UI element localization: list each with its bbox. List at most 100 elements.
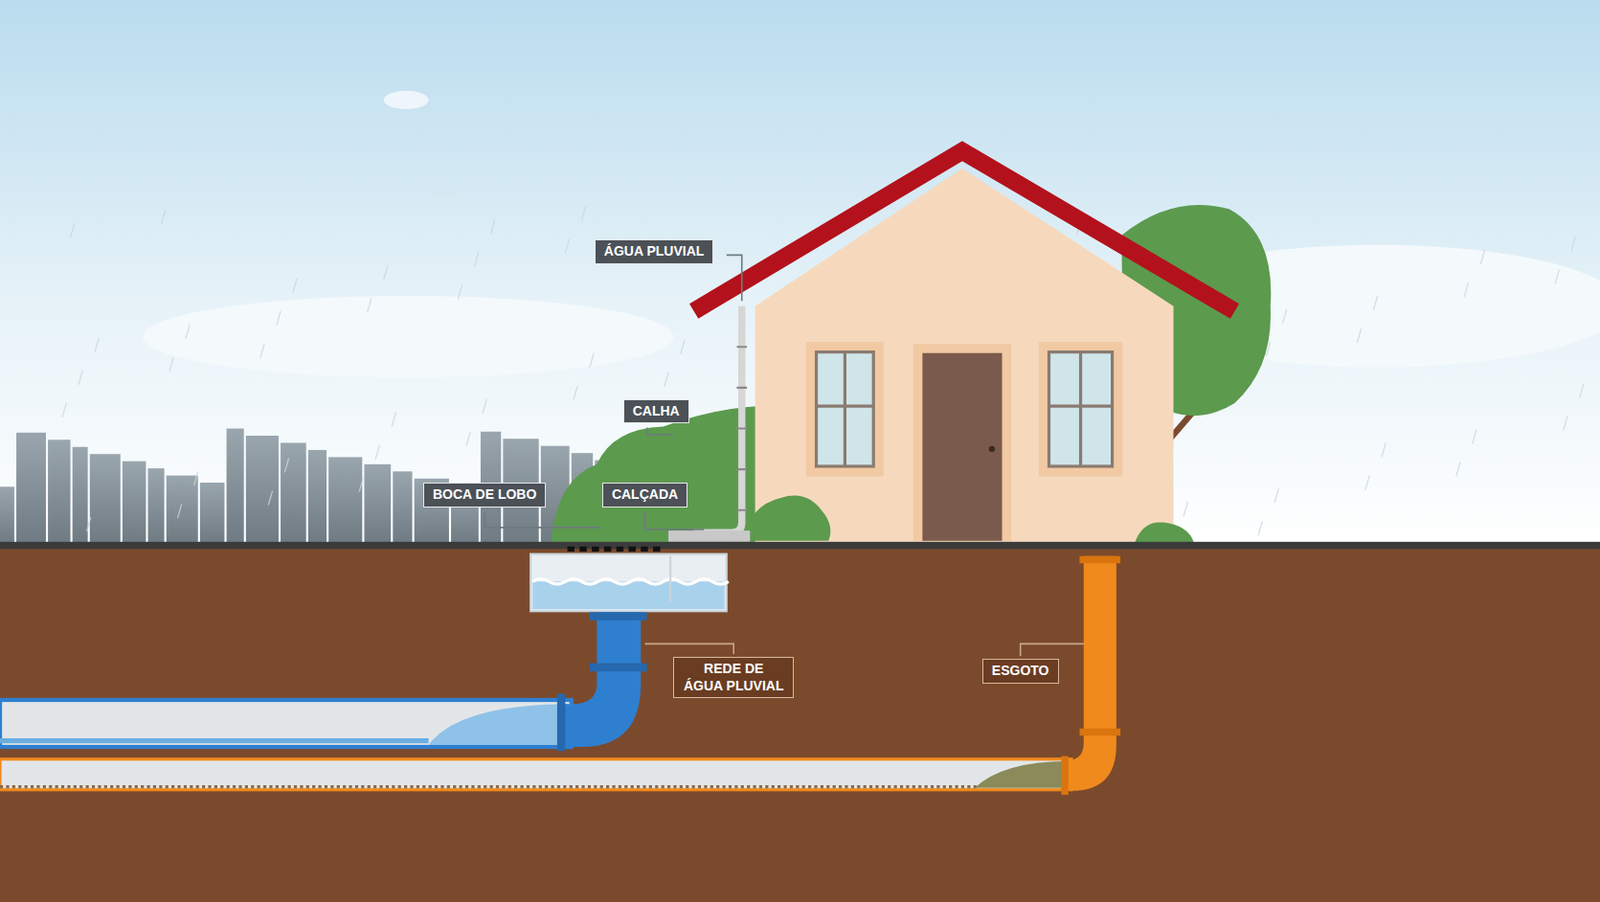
storm-pipe <box>0 699 572 747</box>
building <box>308 450 327 543</box>
bush <box>743 495 832 541</box>
rain-streak <box>680 339 685 355</box>
window-frame <box>1049 352 1113 467</box>
hedge <box>550 405 767 543</box>
rain-streak <box>276 311 281 326</box>
rain-streak <box>474 251 479 267</box>
building <box>148 468 165 543</box>
rain-streak <box>1480 249 1485 265</box>
building <box>166 475 199 543</box>
rain-streak <box>1472 429 1477 445</box>
rain-streak <box>62 403 67 418</box>
cloud <box>142 295 674 378</box>
rain-streak <box>359 477 363 493</box>
rain-streak <box>78 370 83 385</box>
building <box>200 482 226 543</box>
building <box>226 428 245 543</box>
rain-streak <box>391 412 396 428</box>
rain-streak <box>268 491 272 506</box>
window-glass <box>1049 352 1113 467</box>
sewer-pipe <box>0 759 1072 790</box>
rain-streak <box>284 457 289 473</box>
window-frame <box>816 352 875 467</box>
rain-streak <box>160 210 165 226</box>
rain-streak <box>1381 442 1386 457</box>
ground-line <box>0 541 1600 549</box>
building <box>392 471 412 543</box>
pipe-collar <box>1079 556 1121 564</box>
building <box>16 432 46 543</box>
storm-pipe-elbow <box>559 611 641 747</box>
window-glass <box>816 352 875 467</box>
callout-tag: ESGOTO <box>982 658 1060 684</box>
pipe-collar <box>1079 728 1121 736</box>
tag-text: ÁGUA PLUVIAL <box>604 243 704 261</box>
building <box>246 435 279 543</box>
callout-tag: CALÇADA <box>602 482 688 508</box>
tag-text: ESGOTO <box>991 662 1050 680</box>
rain-streak <box>1283 309 1287 324</box>
rain-streak <box>491 219 496 234</box>
rain-streak <box>292 278 297 293</box>
rain-streak <box>94 338 99 353</box>
building <box>0 486 15 543</box>
drain-grate <box>567 546 664 552</box>
rain-streak <box>1356 328 1361 343</box>
pipe-collar <box>1060 756 1068 795</box>
rain-streak <box>260 343 265 359</box>
rain-streak <box>383 265 388 280</box>
door-frame <box>913 343 1012 541</box>
rain-streak <box>1373 295 1377 311</box>
callout-tag: REDE DE ÁGUA PLUVIAL <box>673 656 794 699</box>
rain-streak <box>169 357 174 372</box>
rain-streak <box>367 297 372 313</box>
callout-tag: CALHA <box>623 399 690 425</box>
city-skyline <box>0 428 641 543</box>
rain-streak <box>457 284 462 299</box>
rain-streak <box>564 238 569 253</box>
soil <box>0 545 1600 902</box>
rain-streak <box>375 445 380 460</box>
tag-text: REDE DE ÁGUA PLUVIAL <box>682 660 785 695</box>
rain-streak <box>193 471 198 486</box>
downspout <box>694 306 743 534</box>
rain-streak <box>1579 383 1584 399</box>
building <box>280 442 307 542</box>
storm-pipe-water <box>0 738 429 744</box>
rain-streak <box>1183 501 1188 517</box>
door-knob <box>989 446 995 452</box>
cloud <box>383 90 429 110</box>
rain-streak <box>1365 475 1370 491</box>
sidewalk <box>668 530 750 542</box>
leader-line <box>645 512 705 530</box>
window <box>806 341 884 477</box>
callout-tag: BOCA DE LOBO <box>423 482 546 508</box>
tag-text: BOCA DE LOBO <box>432 486 537 504</box>
downspout-joints <box>736 346 747 510</box>
water-surface <box>532 579 729 585</box>
bush <box>1134 521 1195 542</box>
leader-line <box>484 512 600 528</box>
building <box>72 447 89 543</box>
rain-streak <box>1563 416 1568 431</box>
leader-line <box>645 643 735 654</box>
rain-streak <box>1464 282 1468 297</box>
door <box>922 353 1002 541</box>
pipe-collar <box>589 663 648 673</box>
rain-streak <box>177 503 181 519</box>
building <box>90 453 121 543</box>
sewer-pipe-elbow <box>1062 556 1116 791</box>
drain-water <box>532 581 724 609</box>
callout-tag: ÁGUA PLUVIAL <box>594 239 714 265</box>
window <box>1038 341 1123 477</box>
rain-streak <box>581 205 586 221</box>
building <box>122 461 147 543</box>
rain-streak <box>466 431 471 447</box>
rain-streak <box>589 353 594 368</box>
rain-streak <box>1274 488 1279 503</box>
leader-line <box>1020 643 1084 656</box>
house-wall <box>755 168 1174 543</box>
pipe-collar <box>589 611 648 621</box>
